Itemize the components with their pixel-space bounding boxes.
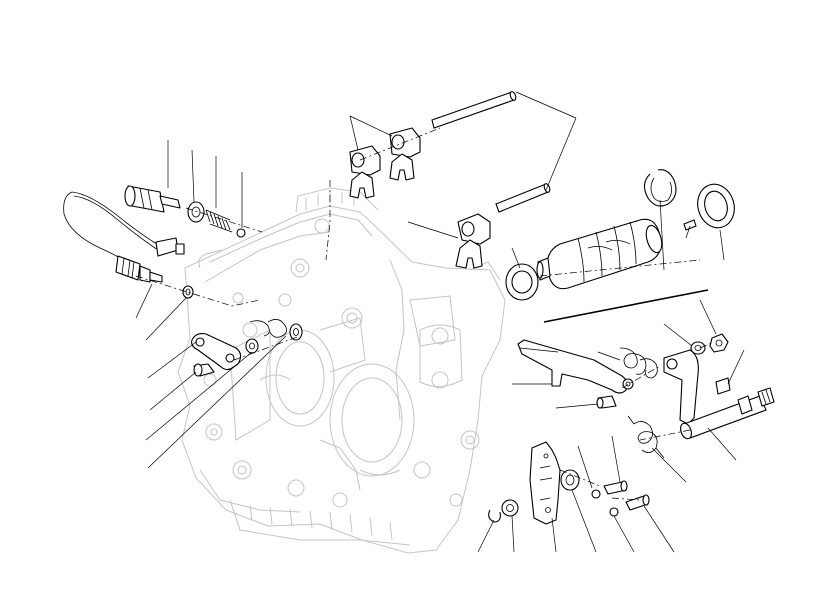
neutral-switch-sensor <box>63 191 185 283</box>
guide-plate <box>529 441 561 525</box>
selector-drum <box>536 218 663 290</box>
detent-lever-spring <box>249 319 303 341</box>
dowel-pin <box>683 219 697 231</box>
shift-fork-right <box>389 127 421 181</box>
shaft-nut <box>709 333 729 353</box>
detent-lever-screw <box>193 363 215 377</box>
plug-screw <box>124 185 181 213</box>
stop-screw <box>596 395 617 409</box>
gearshift-shaft <box>663 349 775 440</box>
pawl-spring <box>619 347 658 379</box>
shift-fork-rod-lower <box>495 183 551 213</box>
detent-ball <box>236 228 246 238</box>
circlip-shaft <box>488 509 501 523</box>
bushing-ring <box>715 377 731 395</box>
sealing-washer-plug <box>187 201 205 223</box>
leader-lines <box>135 91 745 553</box>
guide-plate-screw-lower <box>609 494 650 517</box>
circlip-drum <box>643 169 677 207</box>
shaft-washer <box>690 341 706 355</box>
crankcase-half <box>177 187 506 554</box>
detent-spring <box>205 209 233 233</box>
assembly-axes <box>135 127 715 501</box>
selector-pawl-arm <box>517 339 634 394</box>
washer-detent <box>245 338 259 354</box>
thrust-washer-drum-left <box>505 263 539 301</box>
washer-shaft <box>501 499 519 517</box>
detent-lever <box>191 333 242 371</box>
thrust-washer-drum-right <box>697 183 735 229</box>
sealing-washer <box>182 285 194 299</box>
shift-fork-lower <box>455 213 491 269</box>
washer-plate <box>560 469 580 491</box>
return-spring <box>627 415 665 459</box>
guide-plate-screw-upper <box>591 480 628 499</box>
shift-fork-left <box>349 145 381 199</box>
shift-fork-rod-upper <box>431 91 517 129</box>
